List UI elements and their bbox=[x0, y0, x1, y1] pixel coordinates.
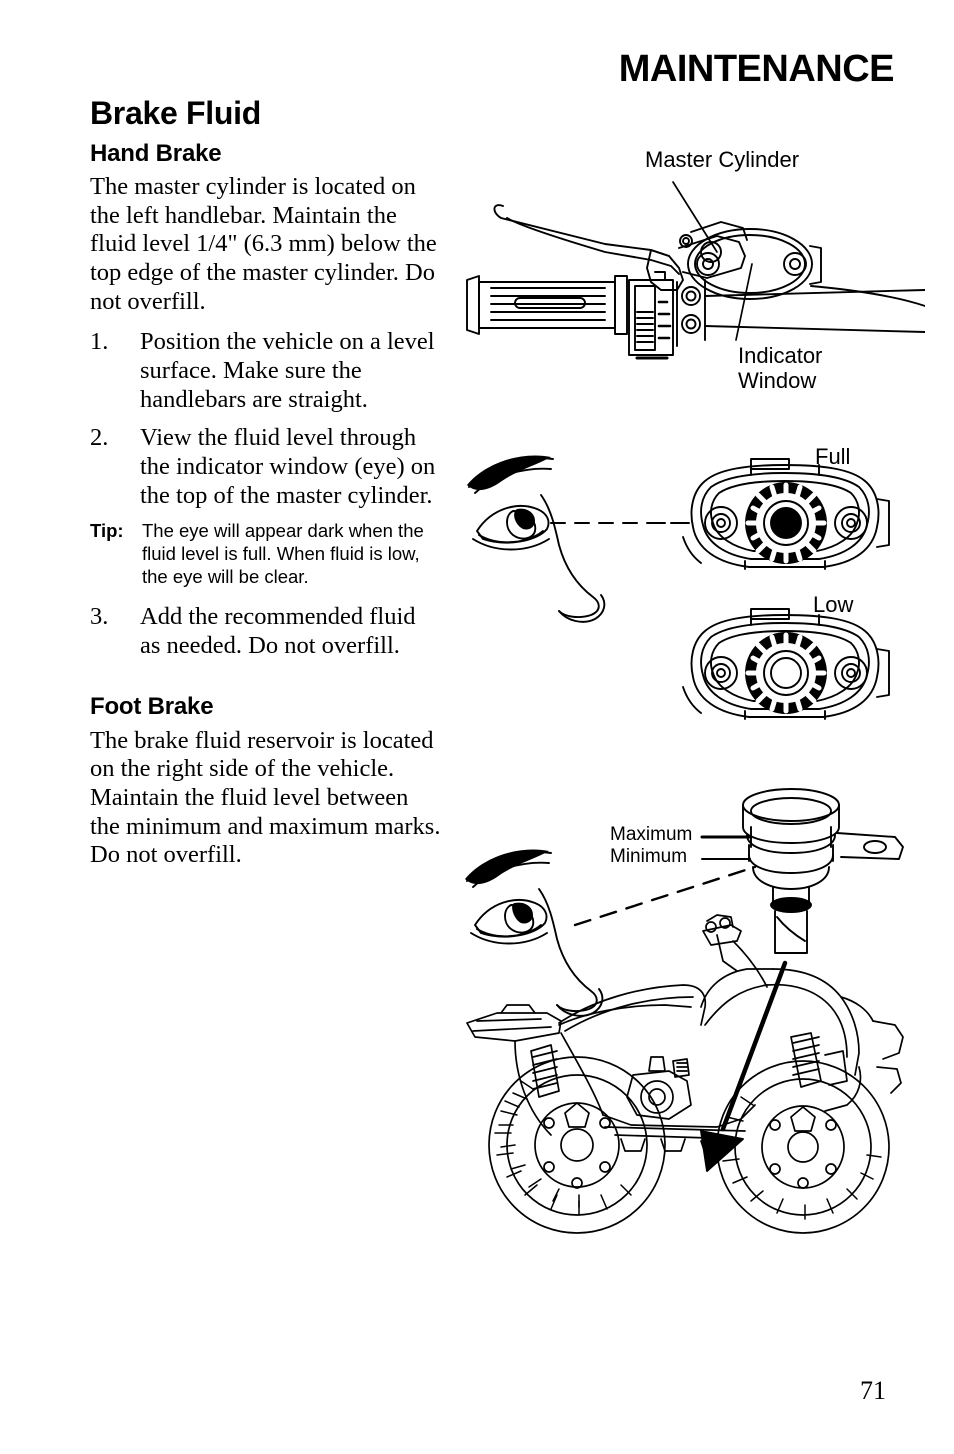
tip-label: Tip: bbox=[90, 520, 124, 542]
text-column: Brake Fluid Hand Brake The master cylind… bbox=[90, 96, 442, 882]
step-text: Add the recommended fluid as needed. Do … bbox=[140, 602, 416, 659]
reservoir-and-atv-drawing bbox=[465, 788, 904, 1234]
hand-brake-intro-paragraph: The master cylinder is located on the le… bbox=[90, 172, 437, 315]
step-text: View the fluid level through the indicat… bbox=[140, 424, 436, 509]
running-head: MAINTENANCE bbox=[618, 48, 895, 90]
page-number: 71 bbox=[860, 1376, 886, 1405]
tip-callout: Tip: The eye will appear dark when the fl… bbox=[90, 520, 442, 589]
hand-brake-step-list: 1. Position the vehicle on a level surfac… bbox=[90, 328, 442, 510]
foot-brake-reservoir-figure: Maximum Minimum bbox=[455, 775, 925, 1275]
callout-master-cylinder: Master Cylinder bbox=[645, 147, 800, 172]
handlebar-master-cylinder-figure: Master Cylinder Indicator Window bbox=[455, 140, 926, 420]
callout-indicator-window-line2: Window bbox=[738, 368, 817, 393]
hand-brake-step-list-continued: 3. Add the recommended fluid as needed. D… bbox=[90, 603, 442, 660]
callout-minimum: Minimum bbox=[610, 846, 688, 867]
callout-full: Full bbox=[815, 444, 851, 469]
callout-low: Low bbox=[813, 592, 854, 617]
list-item: 2. View the fluid level through the indic… bbox=[90, 424, 442, 510]
step-number: 3. bbox=[90, 602, 109, 630]
step-number: 1. bbox=[90, 328, 109, 356]
callout-maximum: Maximum bbox=[610, 824, 693, 845]
handlebar-assembly-drawing bbox=[466, 181, 926, 360]
section-heading-hand-brake: Hand Brake bbox=[90, 139, 222, 167]
step-number: 2. bbox=[90, 424, 109, 452]
tip-text: The eye will appear dark when the fluid … bbox=[142, 520, 424, 588]
list-item: 3. Add the recommended fluid as needed. D… bbox=[90, 603, 442, 660]
foot-brake-intro-paragraph: The brake fluid reservoir is located on … bbox=[90, 726, 441, 869]
page-title: Brake Fluid bbox=[90, 95, 261, 131]
step-text: Position the vehicle on a level surface.… bbox=[140, 328, 435, 413]
callout-indicator-window-line1: Indicator bbox=[738, 343, 823, 368]
list-item: 1. Position the vehicle on a level surfac… bbox=[90, 328, 442, 414]
section-heading-foot-brake: Foot Brake bbox=[90, 693, 214, 721]
indicator-window-sight-glass-figure: Full Low bbox=[455, 435, 925, 745]
sight-glass-drawing bbox=[467, 455, 890, 720]
